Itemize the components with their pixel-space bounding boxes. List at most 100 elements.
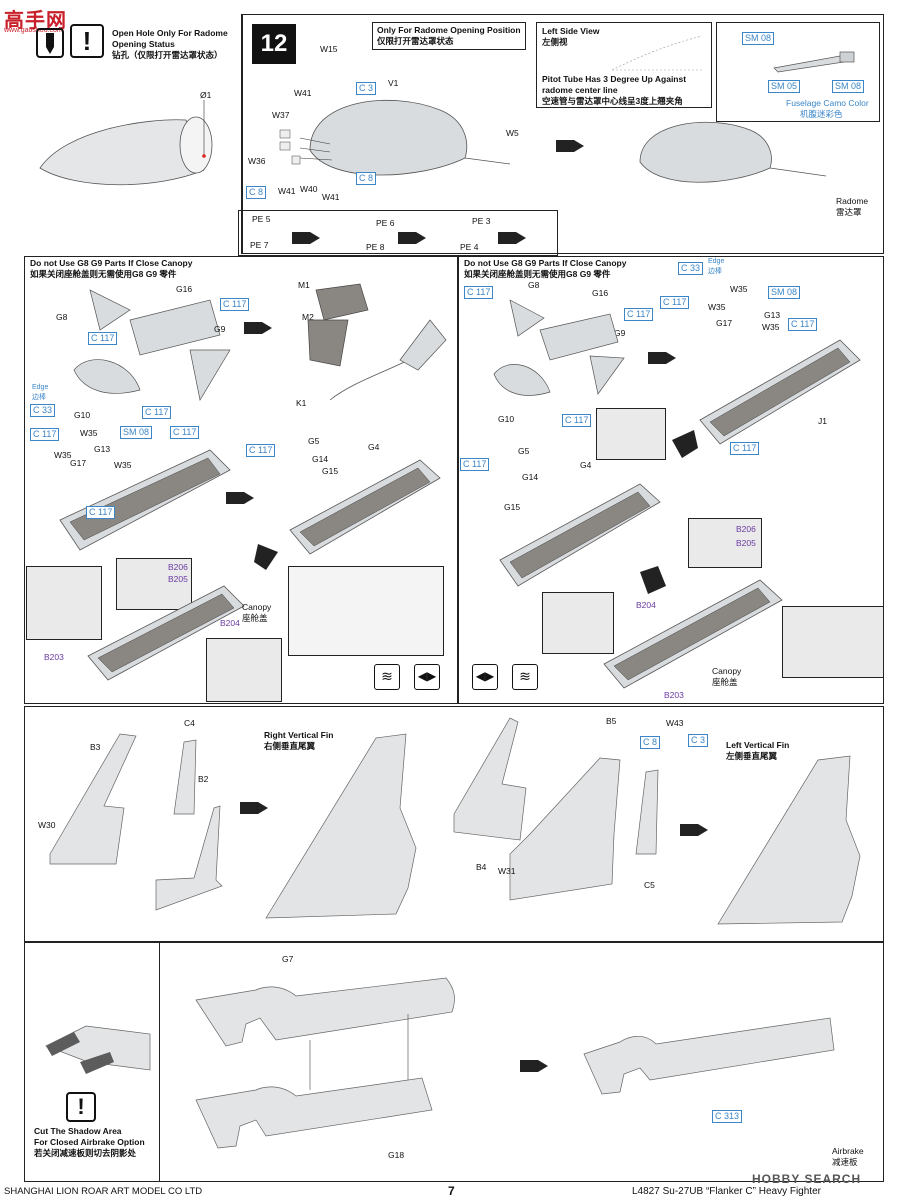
part-g5-r: G5: [518, 446, 530, 456]
part-c8-a: C 8: [246, 186, 267, 199]
canopy-right-panel: [458, 256, 884, 704]
part-g13-l: G13: [94, 444, 111, 454]
airbrake-parts-drawing: [195, 977, 455, 1149]
edge-en-l: Edge: [32, 384, 49, 391]
part-w31: W31: [498, 866, 516, 876]
label-sm05: SM 05: [768, 80, 801, 93]
part-g14-r: G14: [522, 472, 539, 482]
part-c33-l: C 33: [30, 404, 56, 417]
warning-icon: !: [70, 24, 104, 58]
part-b204-l: B204: [220, 618, 240, 628]
open-hole-panel: [24, 14, 242, 254]
canopy-arrow-down-left: [254, 544, 278, 570]
part-g16-l: G16: [176, 284, 193, 294]
pitot-tube-drawing: [773, 51, 855, 73]
glue-icon-right: ≋: [512, 664, 538, 690]
part-w36: W36: [248, 156, 266, 166]
left-fin-parts-drawing: [453, 717, 659, 901]
diameter-label: Ø1: [200, 90, 212, 100]
watermark-logo: 高手网: [4, 10, 67, 32]
canopy-frame-drawing-right: [603, 579, 783, 689]
part-g13-r: G13: [764, 310, 781, 320]
part-w35c-r: W35: [762, 322, 780, 332]
part-g9-l: G9: [214, 324, 226, 334]
drill-icon: [36, 28, 64, 58]
part-w40: W40: [300, 184, 318, 194]
both-sides-icon-right: ◀▶: [472, 664, 498, 690]
pe3-label: PE 3: [472, 216, 491, 226]
pe4-label: PE 4: [460, 242, 479, 252]
part-w30: W30: [38, 820, 56, 830]
pe-arrow-1: [292, 232, 320, 244]
detail-box-left-2: [116, 558, 192, 610]
part-g14-l: G14: [312, 454, 329, 464]
part-c117f-r: C 117: [730, 442, 760, 455]
canopy-left-panel: [24, 256, 458, 704]
detail-box-right-2: [688, 518, 762, 568]
detail-box-left-3: [206, 638, 282, 702]
part-w41-b: W41: [278, 186, 296, 196]
part-c117g-l: C 117: [246, 444, 276, 457]
part-w15: W15: [320, 44, 338, 54]
part-g9-r: G9: [614, 328, 626, 338]
step-number: 12: [252, 24, 296, 64]
edge-cn-r: 边棒: [708, 268, 722, 275]
fins-panel: [24, 706, 884, 942]
detail-box-right-1: [596, 408, 666, 460]
part-c117c-r: C 117: [624, 308, 654, 321]
part-g18: G18: [388, 1150, 405, 1160]
part-c117d-l: C 117: [30, 428, 60, 441]
part-b205-r: B205: [736, 538, 756, 548]
part-c3: C 3: [356, 82, 377, 95]
part-g15-r: G15: [504, 502, 521, 512]
part-c33-r: C 33: [678, 262, 704, 275]
fin-arrow-left: [680, 824, 708, 836]
fin-arrow-right: [240, 802, 268, 814]
part-g5-l: G5: [308, 436, 320, 446]
glue-icon-left: ≋: [374, 664, 400, 690]
part-w35a-r: W35: [730, 284, 748, 294]
airbrake-panel: [24, 942, 884, 1182]
pitot-angle-drawing: [611, 35, 704, 71]
part-b206-r: B206: [736, 524, 756, 534]
part-g4-l: G4: [368, 442, 380, 452]
pe-arrow-3: [498, 232, 526, 244]
part-b4: B4: [476, 862, 487, 872]
part-g15-l: G15: [322, 466, 339, 476]
part-c117b-l: C 117: [88, 332, 118, 345]
canopy-arrow-down-right-2: [640, 566, 666, 594]
part-c5: C5: [644, 880, 655, 890]
part-c8-fin: C 8: [640, 736, 661, 749]
part-w41-c: W41: [322, 192, 340, 202]
radome-drill-drawing: [39, 100, 213, 186]
part-b203-l: B203: [44, 652, 64, 662]
part-w35b-l: W35: [54, 450, 72, 460]
part-c117d-r: C 117: [788, 318, 818, 331]
part-g17-r: G17: [716, 318, 733, 328]
detail-box-left-1: [26, 566, 102, 640]
edge-en-r: Edge: [708, 258, 725, 265]
hobby-search-watermark: HOBBY SEARCH: [752, 1172, 862, 1186]
part-w37: W37: [272, 110, 290, 120]
pe7-label: PE 7: [250, 240, 269, 250]
part-g4-r: G4: [580, 460, 592, 470]
edge-cn-l: 边棒: [32, 394, 46, 401]
airbrake-arrow: [520, 1060, 548, 1072]
radome-assembly-drawing: [279, 100, 511, 176]
pitot-detail-box: [716, 22, 880, 122]
part-b2: B2: [198, 774, 209, 784]
part-w41-a: W41: [294, 88, 312, 98]
step-arrow: [556, 140, 584, 152]
part-sm08-r: SM 08: [768, 286, 801, 299]
footer-product: L4827 Su-27UB “Flanker C” Heavy Fighter: [632, 1186, 821, 1197]
part-g7: G7: [282, 954, 294, 964]
pitot-info-box: [536, 22, 712, 108]
